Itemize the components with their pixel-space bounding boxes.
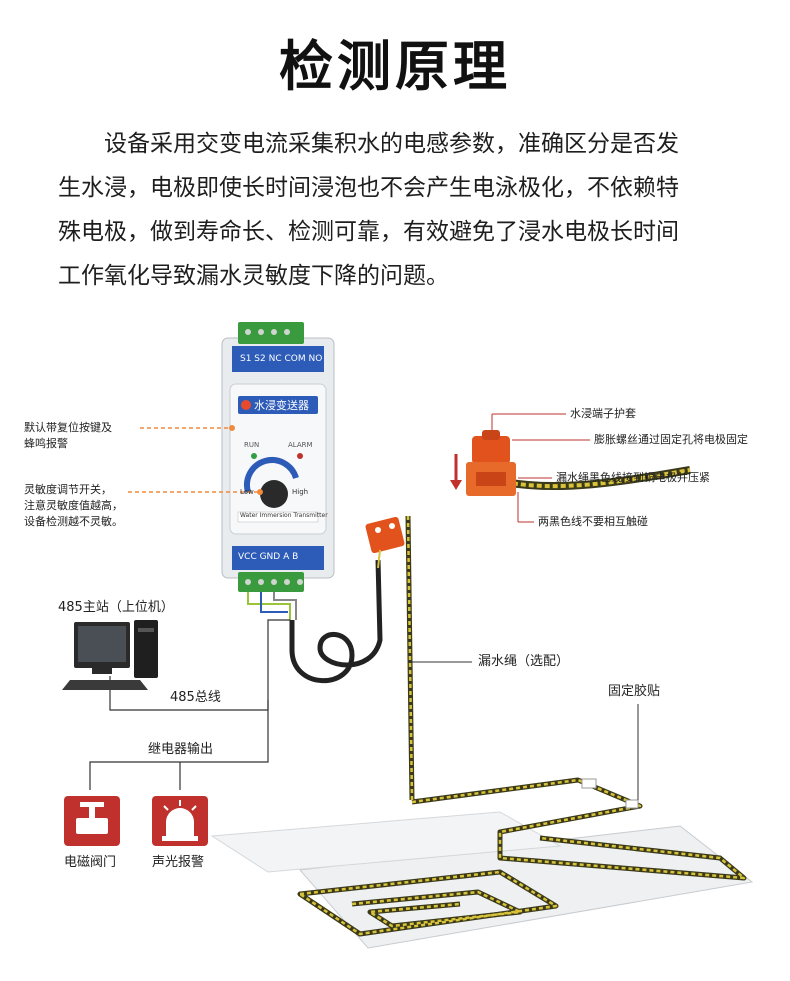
device-bottom-label-band — [232, 546, 324, 570]
valve-icon-body — [76, 818, 108, 834]
note-line: 灵敏度调节开关， — [24, 483, 112, 496]
knob-low-label: Low — [240, 488, 254, 496]
terminal-screw — [258, 579, 264, 585]
terminal-screw — [284, 579, 290, 585]
terminal-screw — [258, 329, 264, 335]
tape-label: 固定胶贴 — [608, 684, 661, 699]
valve-icon-stem — [89, 806, 95, 818]
diagram-drawing — [62, 322, 754, 949]
terminal-screw — [271, 579, 277, 585]
connector-wire — [377, 549, 381, 569]
floor-tile — [210, 811, 562, 873]
bus-label: 485总线 — [170, 690, 221, 705]
alarm-icon-ray — [191, 805, 197, 811]
screw-label: 膨胀螺丝通过固定孔将电极固定 — [594, 433, 748, 446]
description-line: 生水浸，电极即使长时间浸泡也不会产生电泳极化，不依赖特 — [58, 175, 679, 201]
device-name-band — [238, 396, 318, 414]
coiled-cable — [289, 559, 383, 684]
sensitivity-switch-note: 灵敏度调节开关， 注意灵敏度值越高， 设备检测越不灵敏。 — [24, 482, 123, 530]
rope-terminal-connector — [365, 516, 405, 554]
rope-label: 漏水绳（选配） — [478, 654, 570, 669]
valve-icon-handle — [80, 802, 104, 807]
alarm-label: 声光报警 — [152, 855, 205, 870]
description-line: 殊电极，做到寿命长、检测可靠，有效避免了浸水电极长时间 — [58, 219, 679, 245]
relay-label: 继电器输出 — [148, 742, 214, 757]
connector-screw — [389, 523, 395, 529]
note-line: 注意灵敏度值越高， — [24, 499, 123, 512]
alarm-icon-dome — [166, 808, 194, 836]
detail-cap-knob — [482, 430, 500, 440]
device-top-label-band — [232, 346, 324, 372]
terminal-screw — [271, 329, 277, 335]
run-led — [251, 453, 257, 459]
alarm-icon-ray — [163, 805, 169, 811]
host-label: 485主站（上位机） — [58, 600, 174, 615]
knob-high-label: High — [292, 488, 309, 496]
note-line: 默认带复位按键及 — [24, 421, 112, 434]
description-line: 工作氧化导致漏水灵敏度下降的问题。 — [58, 263, 449, 289]
device-english-band — [237, 511, 319, 523]
device-logo — [241, 400, 251, 410]
terminal-screw — [245, 579, 251, 585]
terminal-screw — [284, 329, 290, 335]
alarm-led — [297, 453, 303, 459]
detail-arrow-head — [450, 480, 462, 490]
connector-screw — [375, 527, 381, 533]
page-title: 检测原理 — [279, 35, 511, 98]
device-name: 水浸变送器 — [254, 399, 309, 412]
detail-rope-yellow — [504, 468, 691, 489]
reset-button-note: 默认带复位按键及 蜂鸣报警 — [24, 420, 112, 452]
device-english-name: Water Immersion Transmitter — [240, 512, 328, 519]
wire-label: 漏水绳黑色线接到铜电极并压紧 — [556, 471, 710, 484]
tape-mark — [625, 799, 639, 809]
terminal-screw — [297, 579, 303, 585]
cap-label: 水浸端子护套 — [570, 407, 636, 420]
note-line: 蜂鸣报警 — [24, 437, 68, 450]
led-run-label: RUN — [244, 441, 260, 449]
knob-scale — [244, 457, 299, 493]
led-alarm-label: ALARM — [288, 441, 313, 449]
wiring-diagram: S1 S2 NC COM NO 水浸变送器 RUN ALARM Low High… — [0, 300, 790, 981]
monitor-stand — [92, 668, 112, 674]
pc-tower-drive — [138, 628, 154, 632]
reset-leader-dot — [229, 425, 235, 431]
tape-mark — [581, 778, 597, 789]
alarm-icon-base — [162, 836, 198, 841]
device-top-terminals — [238, 322, 304, 344]
wire-green-yellow — [247, 592, 291, 620]
description-line: 设备采用交变电流采集积水的电感参数，准确区分是否发 — [104, 131, 679, 157]
detail-cap-slot — [476, 472, 506, 486]
wire-grey — [273, 592, 297, 620]
sensitivity-knob — [260, 480, 288, 508]
wire-blue — [260, 592, 288, 613]
pc-tower — [134, 620, 158, 678]
description-paragraph: 设备采用交变电流采集积水的电感参数，准确区分是否发 生水浸，电极即使长时间浸泡也… — [58, 122, 738, 298]
device-top-terminal-labels: S1 S2 NC COM NO — [240, 354, 323, 364]
monitor-screen — [78, 626, 126, 662]
warning-label: 两黑色线不要相互触碰 — [538, 515, 648, 528]
device-bottom-terminal-labels: VCC GND A B — [238, 552, 299, 562]
relay-line — [89, 700, 269, 790]
leak-rope-vertical — [405, 515, 415, 801]
keyboard — [62, 680, 148, 690]
valve-label: 电磁阀门 — [64, 855, 117, 870]
note-line: 设备检测越不灵敏。 — [24, 515, 123, 528]
detail-illustration — [450, 430, 691, 496]
terminal-screw — [245, 329, 251, 335]
detail-cap-top — [472, 436, 510, 464]
sensitivity-leader-dot — [257, 489, 263, 495]
